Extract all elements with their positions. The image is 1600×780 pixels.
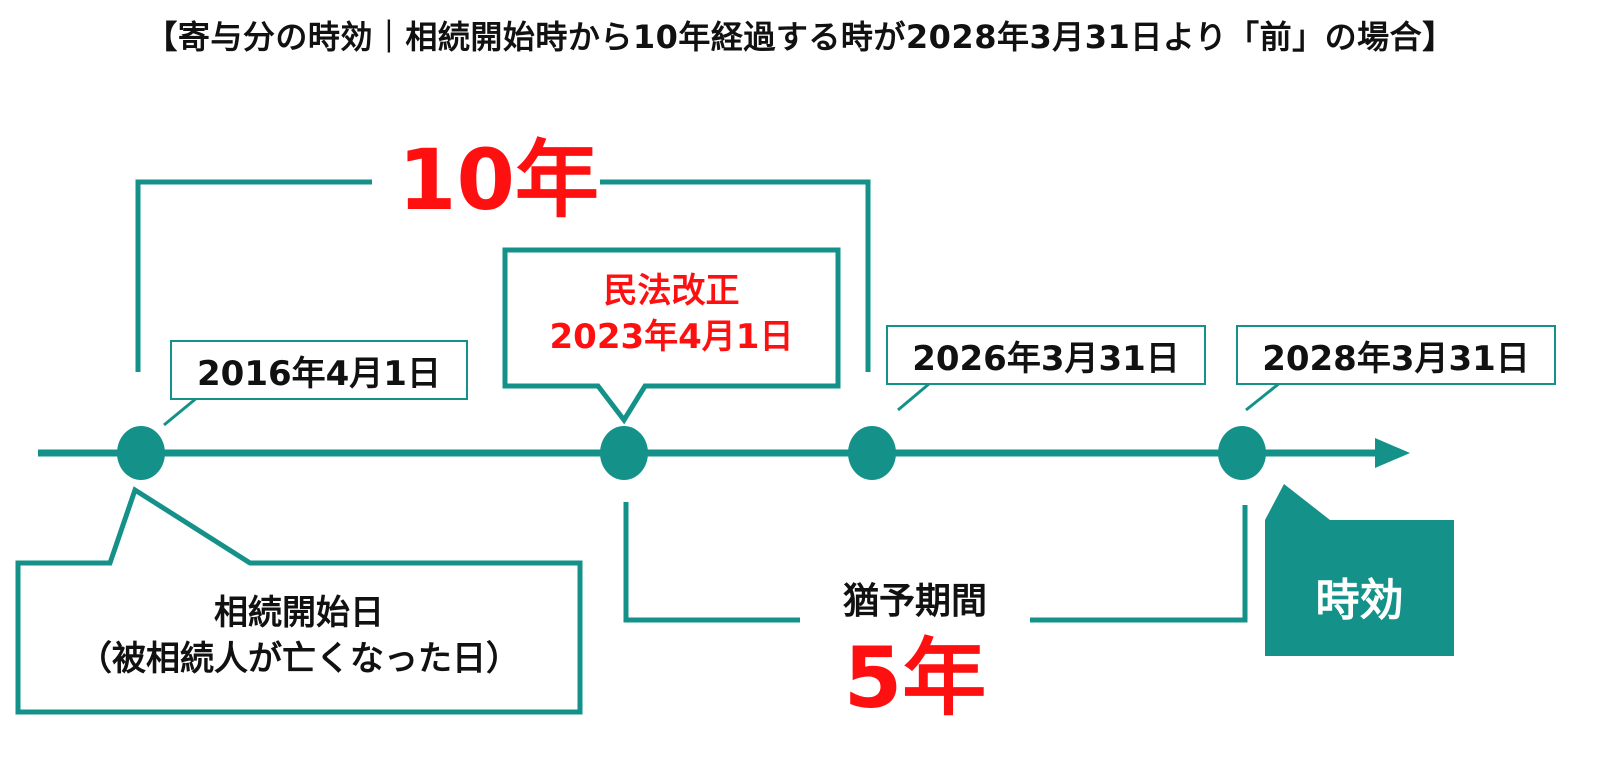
start-callout-text: 相続開始日 （被相続人が亡くなった日） [18, 590, 580, 682]
marker-2026 [848, 426, 896, 480]
expiry-label: 時効 [1315, 575, 1404, 626]
page-title: 【寄与分の時効｜相続開始時から10年経過する時が2028年3月31日より「前」の… [145, 18, 1455, 56]
reform-callout-text: 民法改正 2023年4月1日 [505, 268, 838, 360]
marker-2023 [600, 426, 648, 480]
date-box-2026: 2026年3月31日 [886, 325, 1206, 385]
reform-label: 民法改正 [603, 271, 740, 311]
date-2016-text: 2016年4月1日 [197, 353, 441, 394]
timeline-arrowhead [1375, 438, 1410, 468]
marker-2028 [1218, 426, 1266, 480]
grace-bracket-right [1030, 505, 1248, 623]
start-callout-shape [15, 486, 583, 715]
date-box-2016: 2016年4月1日 [170, 340, 468, 400]
ten-year-bracket-left [135, 179, 372, 372]
ten-year-bracket-right [600, 179, 871, 372]
grace-bracket-left [623, 502, 800, 623]
reform-date: 2023年4月1日 [549, 317, 794, 357]
five-year-label: 5年 [843, 629, 987, 727]
start-label: 相続開始日 [214, 593, 384, 633]
date-box-2028: 2028年3月31日 [1236, 325, 1556, 385]
expiry-callout-shape [1265, 484, 1454, 656]
date-2026-text: 2026年3月31日 [912, 338, 1180, 379]
marker-2016 [117, 426, 165, 480]
reform-callout-shape [502, 247, 841, 425]
date-2028-text: 2028年3月31日 [1262, 338, 1530, 379]
ten-year-label: 10年 [398, 131, 599, 229]
start-sublabel: （被相続人が亡くなった日） [78, 639, 520, 679]
grace-period-label: 猶予期間 [842, 581, 987, 622]
